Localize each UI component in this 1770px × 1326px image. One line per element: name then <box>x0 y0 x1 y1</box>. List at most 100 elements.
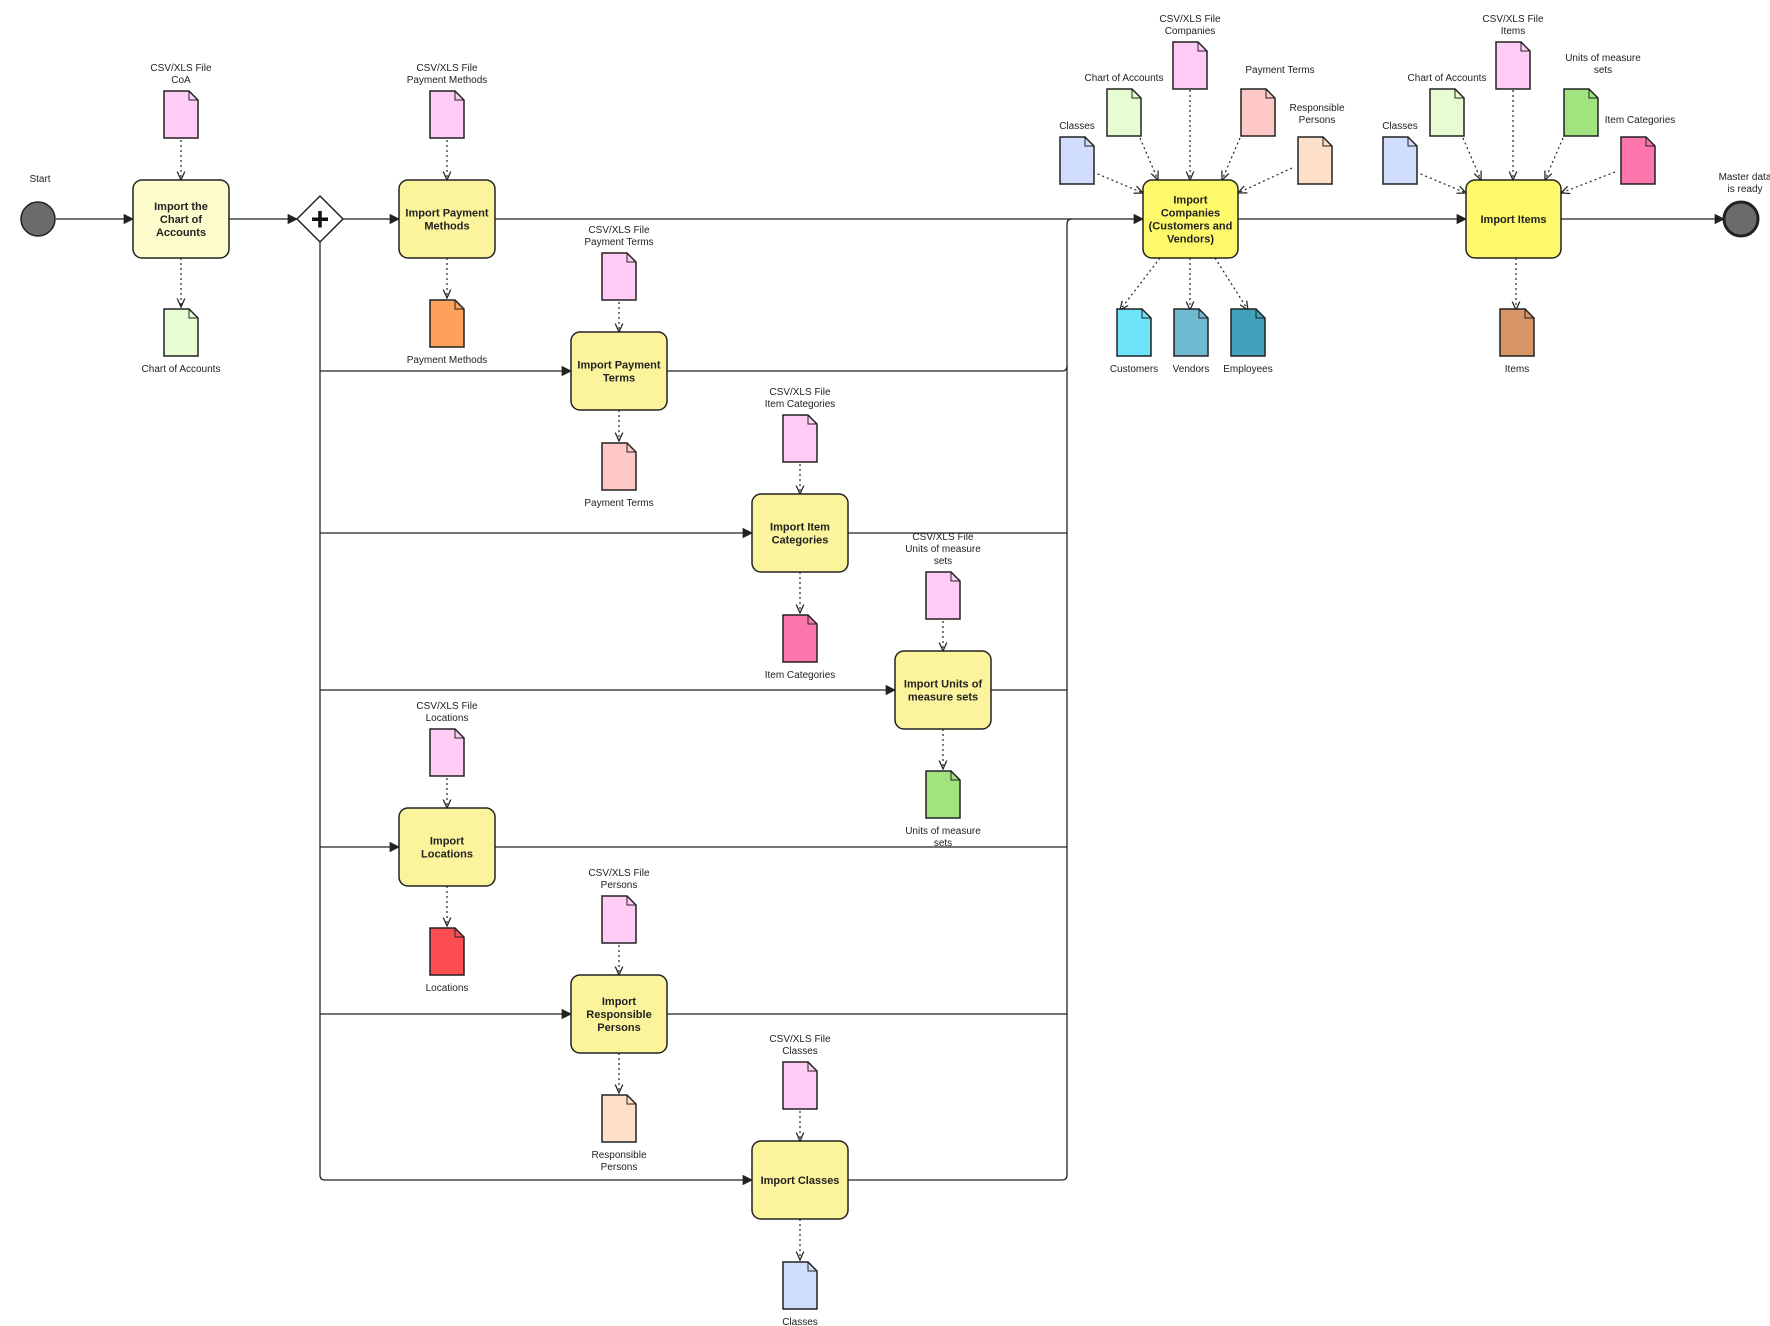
document-out-classes[interactable]: Classes <box>782 1261 818 1326</box>
start-event[interactable] <box>20 201 56 237</box>
assoc-comp-in-payterms <box>1222 137 1241 180</box>
document-icon <box>782 614 818 663</box>
document-label: Payment Methods <box>407 355 488 366</box>
flow-merge-bus-lower <box>848 366 1068 1181</box>
document-comp-in-payterms[interactable]: Payment Terms <box>1240 65 1315 137</box>
document-label: Payment Terms <box>584 498 653 509</box>
document-icon <box>429 728 465 777</box>
document-icon <box>1230 308 1266 357</box>
document-label: Employees <box>1223 364 1272 375</box>
document-items-in-coa[interactable]: Chart of Accounts <box>1408 73 1487 137</box>
document-comp-out-vendors[interactable]: Vendors <box>1173 308 1210 375</box>
document-comp-out-employees[interactable]: Employees <box>1223 308 1273 375</box>
data-associations <box>181 90 1616 1260</box>
document-icon <box>1495 41 1531 90</box>
document-items-out[interactable]: Items <box>1499 308 1535 375</box>
document-label: Classes <box>1382 121 1418 132</box>
document-comp-in-coa[interactable]: Chart of Accounts <box>1085 73 1164 137</box>
document-icon <box>1620 136 1656 185</box>
document-icon <box>163 90 199 139</box>
plus-icon: + <box>311 201 330 237</box>
document-out-item-categories[interactable]: Item Categories <box>765 614 836 681</box>
task-classes[interactable]: Import Classes <box>751 1140 849 1220</box>
document-icon <box>601 1094 637 1143</box>
parallel-gateway[interactable]: + <box>295 194 345 244</box>
sequence-flows <box>56 213 1726 1186</box>
flow-gateway-bus <box>319 242 326 1181</box>
task-items[interactable]: Import Items <box>1465 179 1562 259</box>
document-icon <box>1499 308 1535 357</box>
document-out-coa[interactable]: Chart of Accounts <box>142 308 221 375</box>
document-label: Locations <box>426 983 469 994</box>
assoc-comp-in-classes <box>1092 171 1143 193</box>
document-comp-out-customers[interactable]: Customers <box>1110 308 1158 375</box>
document-icon <box>1173 308 1209 357</box>
end-event[interactable] <box>1722 200 1760 238</box>
document-icon <box>1059 136 1095 185</box>
document-icon <box>1106 88 1142 137</box>
document-icon <box>1297 136 1333 185</box>
document-out-payment-methods[interactable]: Payment Methods <box>407 299 488 366</box>
document-comp-in-classes[interactable]: Classes <box>1059 121 1095 185</box>
document-items-in-categories[interactable]: Item Categories <box>1605 115 1676 185</box>
assoc-comp-out-employees <box>1214 257 1248 310</box>
document-icon <box>1172 41 1208 90</box>
document-icon <box>601 252 637 301</box>
document-label: Chart of Accounts <box>1408 73 1487 84</box>
document-label: Classes <box>782 1317 818 1326</box>
document-out-locations[interactable]: Locations <box>426 927 469 994</box>
document-label: Item Categories <box>1605 115 1676 126</box>
document-icon <box>1563 88 1599 137</box>
document-items-in-classes[interactable]: Classes <box>1382 121 1418 185</box>
document-label: Payment Terms <box>1245 65 1314 76</box>
document-icon <box>1116 308 1152 357</box>
document-out-payment-terms[interactable]: Payment Terms <box>584 442 654 509</box>
assoc-comp-out-customers <box>1120 257 1161 310</box>
flow-merge-bus <box>667 218 1073 372</box>
document-label: Customers <box>1110 364 1158 375</box>
document-label: Item Categories <box>765 670 836 681</box>
document-label: Chart of Accounts <box>1085 73 1164 84</box>
document-icon <box>429 927 465 976</box>
document-icon <box>601 442 637 491</box>
